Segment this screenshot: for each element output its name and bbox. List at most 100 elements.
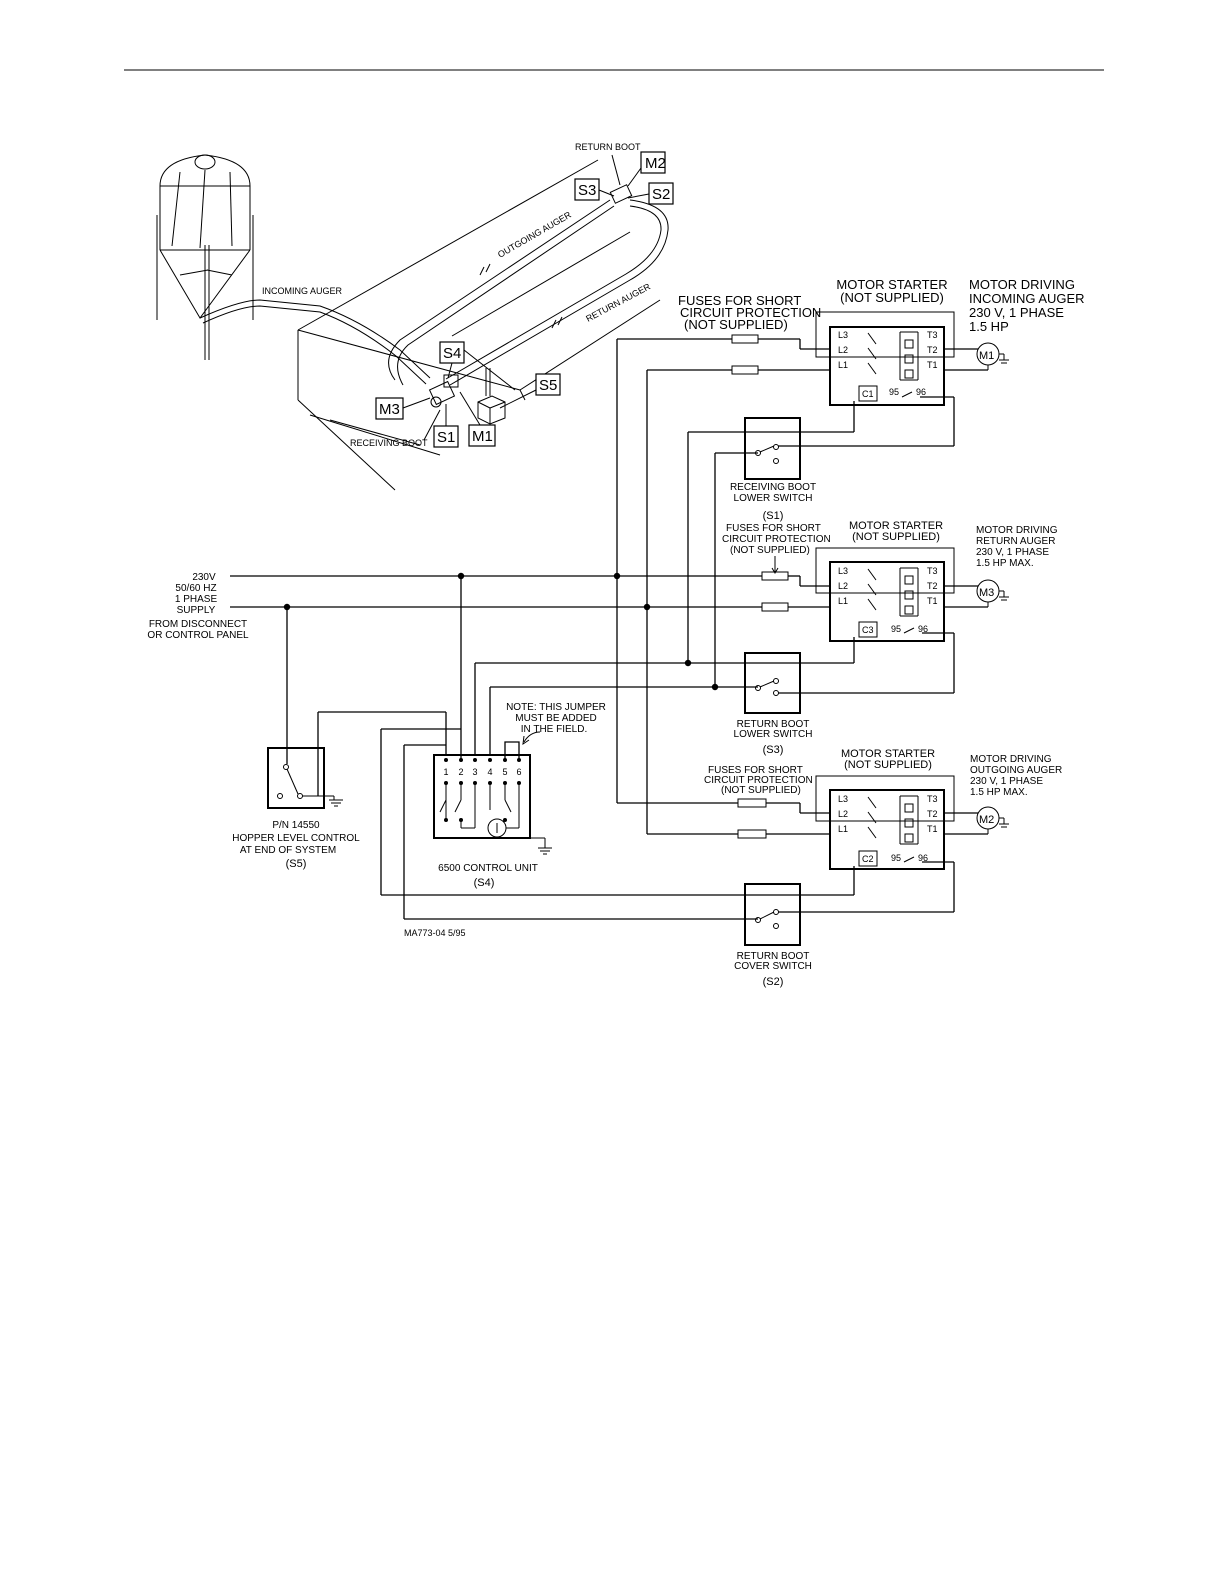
junction xyxy=(684,659,692,667)
return-auger-tube xyxy=(449,199,669,386)
s2-title-1: MOTOR STARTER xyxy=(849,520,943,532)
s2-title-2: (NOT SUPPLIED) xyxy=(852,531,940,543)
outgoing-auger-label: OUTGOING AUGER xyxy=(496,209,573,259)
return-boot-drawing xyxy=(609,184,633,204)
jumper-note-3: IN THE FIELD. xyxy=(521,724,588,735)
s1-l2: L2 xyxy=(838,345,848,355)
pictorial-view: INCOMING AUGER OUTGOING AUGER RETURN AUG… xyxy=(156,142,674,491)
hopper-label-3: AT END OF SYSTEM xyxy=(240,845,336,856)
receiving-boot-lower-switch: RECEIVING BOOT LOWER SWITCH (S1) xyxy=(730,417,816,522)
return-boot-label: RETURN BOOT xyxy=(575,142,641,152)
cu-term-2: 2 xyxy=(458,767,463,777)
supply-line4: SUPPLY xyxy=(177,605,216,616)
return-boot-lower-switch: RETURN BOOT LOWER SWITCH (S3) xyxy=(734,652,813,756)
s2-motor-2: RETURN AUGER xyxy=(976,536,1055,547)
s3-title-1: MOTOR STARTER xyxy=(841,748,935,760)
cu-term-6: 6 xyxy=(516,767,521,777)
s3-t1: T1 xyxy=(927,824,938,834)
s1-95: 95 xyxy=(889,387,899,397)
junction xyxy=(283,603,291,611)
receiving-boot-drawing xyxy=(428,374,459,408)
s3-fuses-2: CIRCUIT PROTECTION xyxy=(704,775,813,786)
s1-label-3: (S1) xyxy=(763,510,784,522)
figure-code: MA773-04 5/95 xyxy=(404,928,466,938)
starter-3-box xyxy=(829,789,945,870)
motor-starter-3: FUSES FOR SHORT CIRCUIT PROTECTION (NOT … xyxy=(704,748,1062,870)
s1-96: 96 xyxy=(916,387,926,397)
fuse-3b xyxy=(737,829,767,839)
cu-term-5: 5 xyxy=(502,767,507,777)
s2-t2: T2 xyxy=(927,581,938,591)
supply-line6: OR CONTROL PANEL xyxy=(147,630,249,641)
tag-s2: S2 xyxy=(652,186,670,203)
return-auger-label: RETURN AUGER xyxy=(584,281,652,324)
s3-l1: L1 xyxy=(838,824,848,834)
jumper-note-1: NOTE: THIS JUMPER xyxy=(506,702,606,713)
motor-starter-1: FUSES FOR SHORT CIRCUIT PROTECTION (NOT … xyxy=(678,277,1085,406)
s2-l1: L1 xyxy=(838,596,848,606)
hopper-label-4: (S5) xyxy=(286,858,307,870)
s2-l2: L2 xyxy=(838,581,848,591)
fuse-1a xyxy=(731,334,759,344)
s3-96: 96 xyxy=(918,853,928,863)
supply-line3: 1 PHASE xyxy=(175,594,218,605)
supply-line1: 230V xyxy=(192,572,216,583)
s3-motor-1: MOTOR DRIVING xyxy=(970,754,1052,765)
junction xyxy=(711,683,719,691)
tag-s5: S5 xyxy=(539,377,557,394)
junction xyxy=(643,603,651,611)
s1-title-2: (NOT SUPPLIED) xyxy=(840,290,944,305)
tag-m3: M3 xyxy=(379,401,400,418)
s2-l3: L3 xyxy=(838,566,848,576)
return-boot-cover-switch: RETURN BOOT COVER SWITCH (S2) xyxy=(734,883,812,988)
s2-fuses-1: FUSES FOR SHORT xyxy=(726,523,821,534)
s3-t3: T3 xyxy=(927,794,938,804)
hopper-level-drawing xyxy=(477,368,506,425)
control-unit-6500: 1 2 3 4 5 6 xyxy=(433,754,552,889)
motor-m2-tag: M2 xyxy=(979,814,994,826)
cu-label-1: 6500 CONTROL UNIT xyxy=(438,863,538,874)
junction xyxy=(613,572,621,580)
outgoing-auger-tube xyxy=(388,199,611,381)
s3-l2: L2 xyxy=(838,809,848,819)
s2-motor-3: 230 V, 1 PHASE xyxy=(976,547,1049,558)
s2-t1: T1 xyxy=(927,596,938,606)
supply-line2: 50/60 HZ xyxy=(175,583,216,594)
s1-motor-3: 230 V, 1 PHASE xyxy=(969,305,1064,320)
s2-label-2: COVER SWITCH xyxy=(734,961,812,972)
s2-95: 95 xyxy=(891,624,901,634)
s1-label-1: RECEIVING BOOT xyxy=(730,482,816,493)
s1-t1: T1 xyxy=(927,360,938,370)
hopper-label-2: HOPPER LEVEL CONTROL xyxy=(232,833,360,844)
s1-fuses-1: FUSES FOR SHORT xyxy=(678,293,801,308)
junction xyxy=(457,572,465,580)
s1-t3: T3 xyxy=(927,330,938,340)
tag-s3: S3 xyxy=(578,182,596,199)
s2-label-1: RETURN BOOT xyxy=(737,951,810,962)
incoming-auger-label: INCOMING AUGER xyxy=(262,286,343,296)
s1-t2: T2 xyxy=(927,345,938,355)
s2-fuses-3: (NOT SUPPLIED) xyxy=(730,545,810,556)
fuse-3a xyxy=(737,798,767,808)
s2-motor-1: MOTOR DRIVING xyxy=(976,525,1058,536)
s1-label-2: LOWER SWITCH xyxy=(734,493,813,504)
tag-m2: M2 xyxy=(645,155,666,172)
starter-1-box xyxy=(829,326,945,406)
jumper-note-2: MUST BE ADDED xyxy=(515,713,597,724)
s2-96: 96 xyxy=(918,624,928,634)
s3-l3: L3 xyxy=(838,794,848,804)
s3-title-2: (NOT SUPPLIED) xyxy=(844,759,932,771)
tag-s1: S1 xyxy=(437,429,455,446)
s2-motor-4: 1.5 HP MAX. xyxy=(976,558,1034,569)
s3-label-2: LOWER SWITCH xyxy=(734,729,813,740)
incoming-auger-tube xyxy=(199,299,431,379)
receiving-boot-label: RECEIVING BOOT xyxy=(350,438,428,448)
s3-motor-3: 230 V, 1 PHASE xyxy=(970,776,1043,787)
s1-motor-2: INCOMING AUGER xyxy=(969,291,1085,306)
motor-m1-tag: M1 xyxy=(979,350,994,362)
cu-term-4: 4 xyxy=(487,767,492,777)
s3-label-3: (S3) xyxy=(763,744,784,756)
tag-m1: M1 xyxy=(472,428,493,445)
starter-2-box xyxy=(829,561,945,642)
